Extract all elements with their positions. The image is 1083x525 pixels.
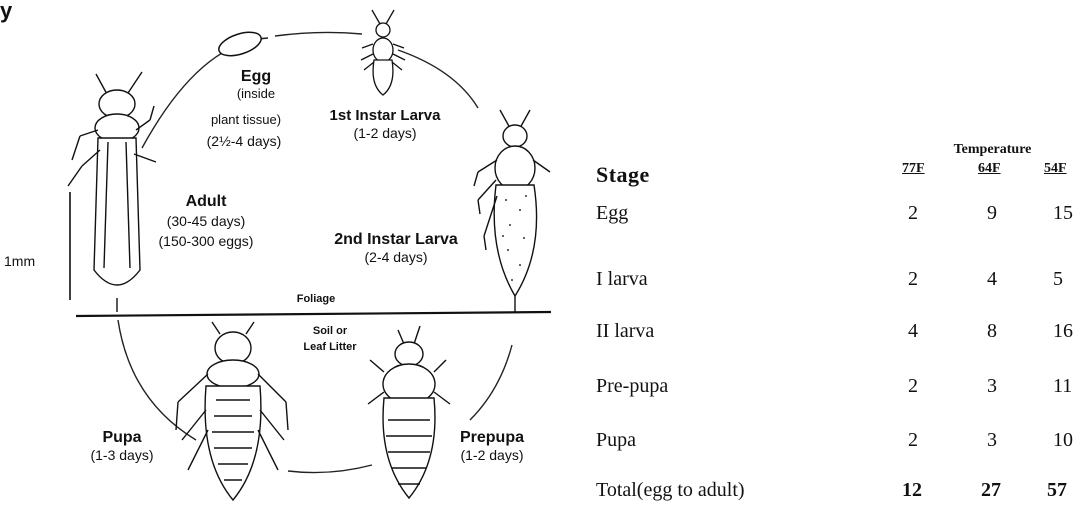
egg-title: Egg [241, 68, 271, 85]
pupa-drawing [176, 322, 288, 500]
cycle-arc-lower-right [470, 345, 512, 420]
row-stage: Total(egg to adult) [596, 479, 745, 502]
soil-label-2: Leaf Litter [303, 341, 357, 353]
stage-column-header: Stage [596, 162, 650, 188]
temperature-group-header: Temperature [902, 142, 1083, 158]
first-instar-duration: (1-2 days) [353, 125, 416, 141]
first-instar-larva-drawing [361, 10, 405, 95]
cell-64f: 3 [987, 375, 1011, 398]
cycle-arc-lower-left [118, 320, 196, 440]
second-instar-larva-drawing [474, 110, 550, 312]
prepupa-title: Prepupa [460, 429, 524, 446]
column-header-77f: 77F [902, 161, 925, 177]
row-stage: II larva [596, 320, 654, 343]
adult-duration: (30-45 days) [167, 213, 246, 229]
cell-64f: 8 [987, 320, 1011, 343]
foliage-label: Foliage [297, 293, 336, 305]
egg-note-1: (inside [237, 86, 275, 101]
cycle-arc-right [398, 50, 478, 108]
cell-54f: 16 [1053, 320, 1077, 343]
cell-77f: 2 [908, 202, 932, 225]
soil-label-1: Soil or [313, 325, 348, 337]
cycle-arc-bottom [288, 465, 372, 473]
adult-eggs: (150-300 eggs) [159, 233, 254, 249]
row-stage: Egg [596, 202, 628, 225]
life-cycle-diagram: y 1mm [0, 0, 590, 525]
column-header-54f: 54F [1044, 161, 1067, 177]
cell-77f: 12 [902, 479, 938, 502]
egg-drawing [216, 28, 264, 61]
prepupa-label: Prepupa (1-2 days) [460, 429, 524, 463]
table-row-i-larva: I larva 2 4 5 [596, 268, 1083, 308]
adult-drawing [68, 72, 156, 312]
cell-64f: 9 [987, 202, 1011, 225]
cell-77f: 2 [908, 375, 932, 398]
cell-64f: 3 [987, 429, 1011, 452]
adult-label: Adult (30-45 days) (150-300 eggs) [159, 193, 254, 249]
pupa-duration: (1-3 days) [90, 447, 153, 463]
cell-77f: 2 [908, 268, 932, 291]
first-instar-title: 1st Instar Larva [330, 107, 442, 124]
cell-64f: 4 [987, 268, 1011, 291]
ground-line [76, 312, 551, 316]
cell-77f: 2 [908, 429, 932, 452]
cell-54f: 5 [1053, 268, 1077, 291]
egg-label: Egg (inside plant tissue) (2½-4 days) [207, 68, 282, 149]
table-row-egg: Egg 2 9 15 [596, 202, 1083, 242]
pupa-title: Pupa [102, 429, 141, 446]
row-stage: I larva [596, 268, 648, 291]
column-header-64f: 64F [978, 161, 1001, 177]
second-instar-duration: (2-4 days) [364, 249, 427, 265]
cell-54f: 11 [1053, 375, 1077, 398]
development-time-table: Temperature Stage 77F 64F 54F Egg 2 9 15… [596, 142, 1083, 522]
cycle-arc-top [275, 32, 362, 36]
prepupa-duration: (1-2 days) [460, 447, 523, 463]
egg-note-2: plant tissue) [211, 112, 281, 127]
first-instar-label: 1st Instar Larva (1-2 days) [330, 107, 442, 141]
cell-54f: 15 [1053, 202, 1077, 225]
table-row-ii-larva: II larva 4 8 16 [596, 320, 1083, 360]
second-instar-title: 2nd Instar Larva [334, 231, 458, 248]
egg-duration: (2½-4 days) [207, 133, 282, 149]
table-row-total: Total(egg to adult) 12 27 57 [596, 479, 1083, 519]
pupa-label: Pupa (1-3 days) [90, 429, 153, 463]
cell-54f: 10 [1053, 429, 1077, 452]
cell-77f: 4 [908, 320, 932, 343]
table-row-pupa: Pupa 2 3 10 [596, 429, 1083, 469]
cell-54f: 57 [1047, 479, 1083, 502]
table-row-pre-pupa: Pre-pupa 2 3 11 [596, 375, 1083, 415]
second-instar-label: 2nd Instar Larva (2-4 days) [334, 231, 458, 265]
scale-label: 1mm [4, 253, 35, 269]
prepupa-drawing [368, 326, 450, 498]
top-corner-label: y [0, 0, 13, 23]
cell-64f: 27 [981, 479, 1017, 502]
row-stage: Pre-pupa [596, 375, 668, 398]
row-stage: Pupa [596, 429, 636, 452]
adult-title: Adult [186, 193, 228, 210]
